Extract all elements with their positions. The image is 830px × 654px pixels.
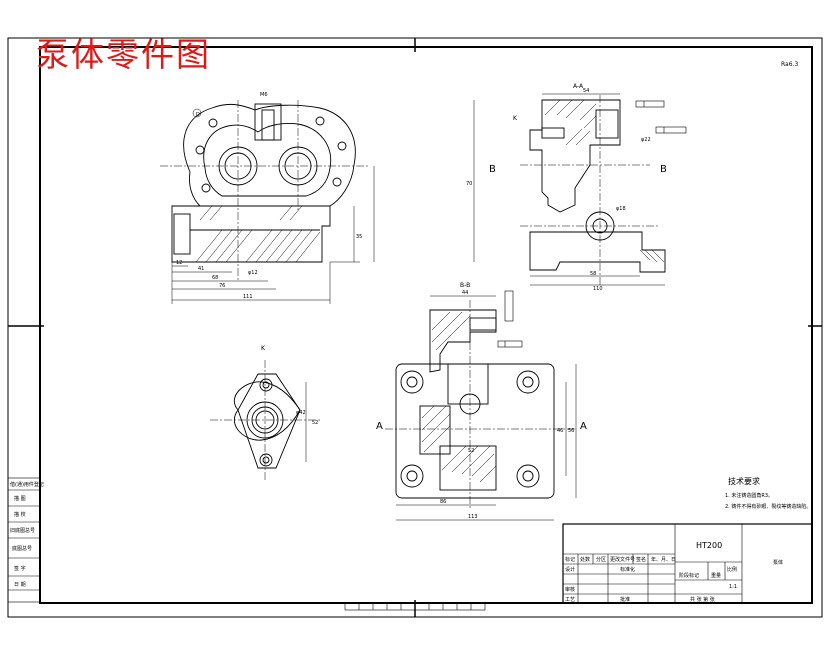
tb-standard: 标准化 [620, 566, 635, 573]
tb-mark: 标记 [565, 556, 575, 563]
tb-process: 工艺 [565, 597, 575, 603]
tb-weight: 重量 [711, 572, 721, 579]
cut-b-left: B [489, 164, 496, 175]
dim-top-46: 46 [557, 428, 563, 434]
tb-scale: 1:1 [729, 584, 737, 590]
tb-stage: 阶段标记 [679, 572, 699, 579]
tb-date: 年、月、日 [651, 556, 676, 563]
drawing-title: 泵体零件图 [36, 35, 211, 74]
tb-change-doc: 更改文件号 [610, 556, 635, 563]
cut-b-right: B [660, 164, 667, 175]
tech-req-item-1: 1. 未注铸造圆角R3。 [725, 492, 773, 499]
dim-side-58: 58 [590, 271, 596, 277]
dim-side-phi22: φ22 [641, 137, 651, 143]
dim-top-44: 44 [462, 290, 468, 296]
dim-front-41: 41 [198, 266, 204, 272]
roughness-note: Ra6.3 [781, 61, 798, 68]
cut-a-right: A [580, 421, 587, 432]
dim-k-phi42: φ42 [296, 410, 306, 416]
tb-approve: 批准 [620, 596, 630, 603]
dim-front-12: 12 [176, 260, 182, 266]
dim-side-54: 54 [583, 88, 589, 94]
dim-side-phi18: φ18 [616, 206, 626, 212]
dim-side-110: 110 [593, 286, 603, 292]
tolerance-frames [497, 100, 687, 348]
tech-req-item-2: 2. 铸件不得有砂眼、裂纹等铸造缺陷。 [725, 503, 811, 510]
cut-a-left: A [376, 421, 383, 432]
title-block [562, 523, 813, 604]
dim-front-35: 35 [356, 234, 362, 240]
view-k [210, 360, 320, 480]
title-block-part-name: 泵体 [773, 559, 783, 566]
side-block-4: 底图总号 [12, 545, 32, 552]
tb-check: 审核 [565, 586, 575, 593]
side-block-3: 旧底图总号 [10, 527, 35, 534]
label-d-circle: D [196, 112, 200, 118]
dim-top-56: 56 [568, 428, 574, 434]
tb-count: 处数 [580, 556, 590, 563]
dim-front-phi12: φ12 [248, 270, 258, 276]
side-block-5: 签 字 [14, 565, 26, 572]
front-view [160, 100, 375, 304]
side-block-0: 借(通)用件登记 [10, 481, 44, 488]
section-aa-view [473, 93, 666, 286]
dim-k-52: 52 [312, 420, 318, 426]
tb-ratio: 比例 [727, 566, 737, 573]
label-section-bb: B-B [460, 282, 470, 289]
callout-circle [192, 108, 202, 118]
tb-sign: 签名 [636, 556, 646, 563]
dim-front-76: 76 [219, 283, 225, 289]
side-block-6: 日 期 [14, 582, 26, 588]
dim-front-111: 111 [243, 294, 253, 300]
dim-top-113: 113 [468, 514, 478, 520]
label-k-arrow: K [513, 115, 518, 122]
dim-front-68: 68 [212, 275, 218, 281]
side-block-1: 描 图 [14, 495, 26, 502]
side-block [7, 477, 41, 603]
label-view-k: K [261, 345, 266, 352]
tb-zone: 分区 [596, 556, 606, 563]
side-block-2: 描 校 [14, 511, 26, 518]
tb-sheets: 共 张 第 张 [690, 596, 715, 603]
label-section-aa: A-A [573, 83, 584, 90]
outer-border [7, 37, 823, 618]
inner-border [39, 46, 813, 604]
title-block-material: HT200 [696, 541, 722, 550]
tb-design: 设计 [565, 566, 575, 573]
dim-side-70: 70 [466, 181, 472, 187]
section-bb-view [385, 295, 577, 521]
dim-front-m6: M6 [260, 92, 268, 98]
dim-top-52: 52 [468, 448, 474, 454]
dim-top-86: 86 [440, 499, 446, 505]
scale-strip [344, 602, 486, 611]
tech-req-heading: 技术要求 [728, 476, 760, 486]
